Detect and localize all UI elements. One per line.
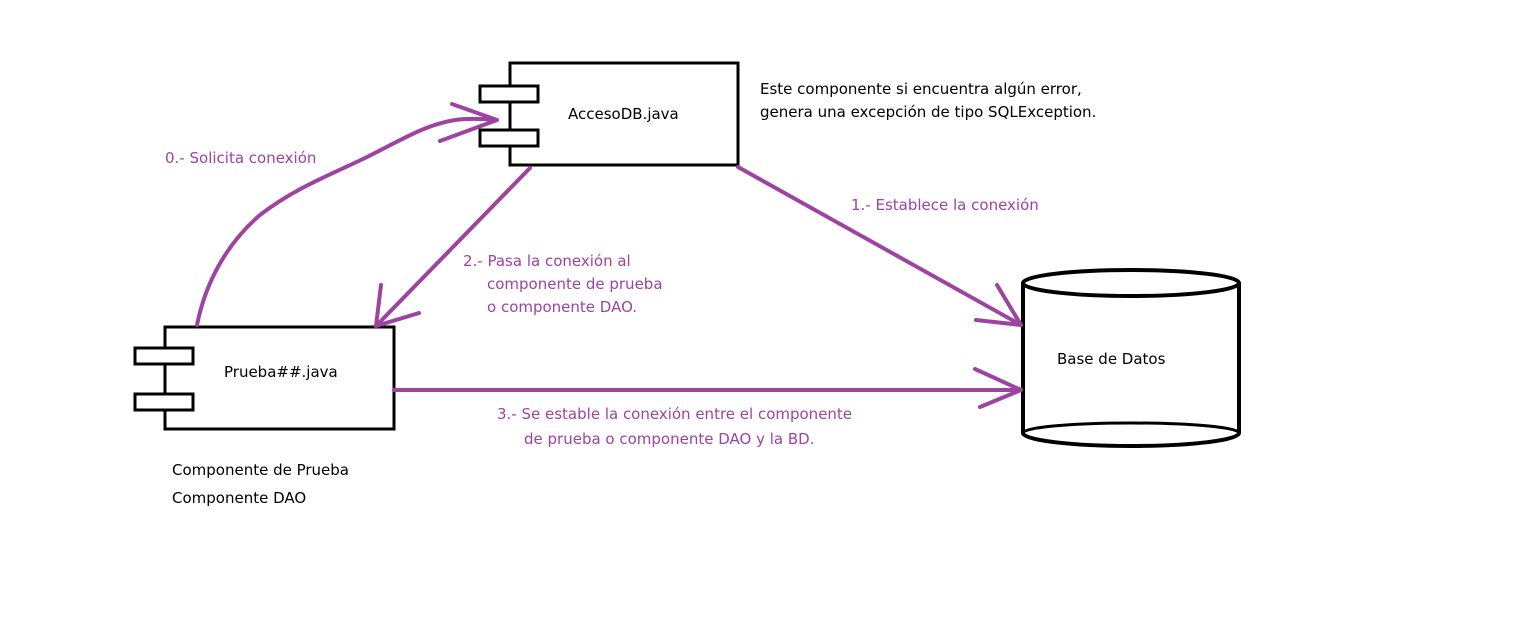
prueba-caption-line: Componente DAO — [172, 489, 307, 507]
prueba-caption: Componente de Prueba Componente DAO — [172, 456, 349, 512]
step3-label-line: de prueba o componente DAO y la BD. — [524, 430, 815, 448]
step2-label-line: o componente DAO. — [487, 298, 638, 316]
arrow-step3-head — [973, 367, 1023, 409]
arrow-step2-shaft — [374, 166, 532, 328]
prueba-component — [133, 325, 396, 431]
step1-label: 1.- Establece la conexión — [851, 196, 1039, 214]
database-top-ellipse — [1021, 268, 1241, 298]
acceso-component-body — [508, 61, 740, 167]
arrow-step2 — [374, 166, 532, 328]
acceso-component-port-bottom — [478, 128, 540, 148]
step3-label: 3.- Se estable la conexión entre el comp… — [497, 402, 852, 452]
prueba-component-body — [163, 325, 396, 431]
acceso-note: Este componente si encuentra algún error… — [760, 78, 1096, 124]
arrow-step0-shaft — [195, 116, 497, 327]
arrow-step0 — [195, 102, 499, 327]
acceso-note-line: genera una excepción de tipo SQLExceptio… — [760, 103, 1097, 121]
acceso-component — [478, 61, 740, 167]
prueba-caption-line: Componente de Prueba — [172, 461, 349, 479]
database-cylinder — [1021, 268, 1241, 448]
database-label: Base de Datos — [1057, 350, 1166, 368]
prueba-component-label: Prueba##.java — [224, 363, 338, 381]
arrow-step1-shaft — [736, 165, 1023, 327]
prueba-component-port-bottom — [133, 392, 195, 412]
step2-label-line: 2.- Pasa la conexión al — [463, 252, 631, 270]
step2-label: 2.- Pasa la conexión al componente de pr… — [463, 250, 663, 319]
step2-label-line: componente de prueba — [487, 275, 663, 293]
step3-label-line: 3.- Se estable la conexión entre el comp… — [497, 405, 853, 423]
step0-label: 0.- Solicita conexión — [165, 149, 317, 167]
acceso-note-line: Este componente si encuentra algún error… — [760, 80, 1082, 98]
prueba-component-port-top — [133, 346, 195, 366]
arrow-step3 — [392, 367, 1023, 409]
arrow-step2-head — [374, 283, 421, 328]
acceso-component-port-top — [478, 84, 540, 104]
database-bottom-curve — [1021, 432, 1241, 448]
acceso-component-label: AccesoDB.java — [568, 105, 679, 123]
arrow-step0-head — [438, 102, 499, 143]
arrow-step1-head — [974, 283, 1023, 327]
arrow-step1 — [736, 165, 1023, 327]
database-bottom-back-curve — [1021, 421, 1241, 434]
